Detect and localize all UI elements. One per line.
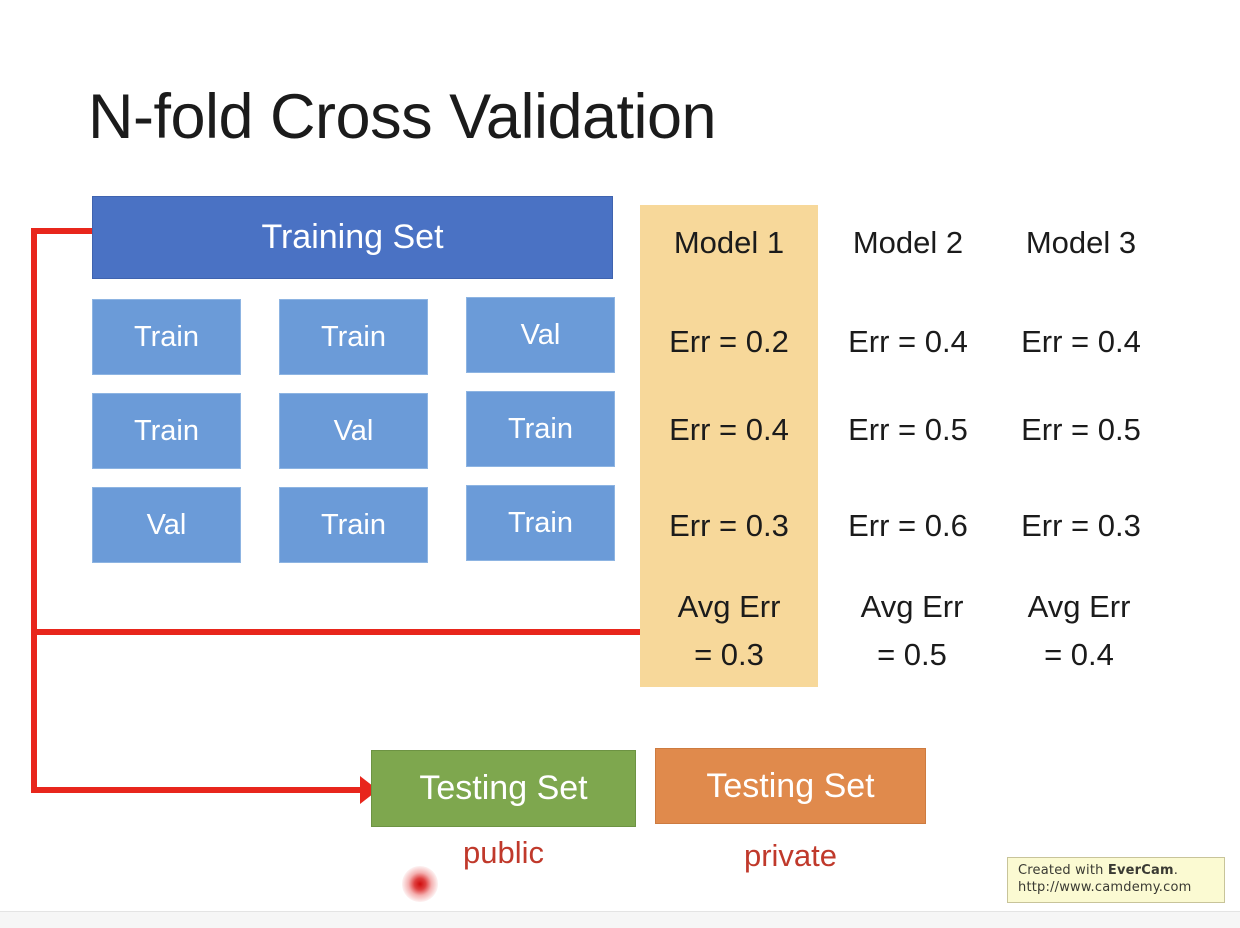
testing-set-private-box: Testing Set <box>655 748 926 824</box>
watermark-url: http://www.camdemy.com <box>1018 880 1192 895</box>
fold-cell-label: Train <box>134 320 199 353</box>
evercam-watermark: Created with EverCam. http://www.camdemy… <box>1007 857 1225 903</box>
fold-cell-r3c1: Val <box>92 487 241 563</box>
connector-middle-branch <box>31 629 640 635</box>
fold-cell-label: Train <box>134 414 199 447</box>
model-2-avg-value: = 0.5 <box>877 637 947 672</box>
connector-bottom-branch <box>31 787 365 793</box>
fold-cell-label: Train <box>321 508 386 541</box>
watermark-credit-line: Created with EverCam. <box>1018 862 1216 879</box>
model-2-avg-label: Avg Err <box>860 589 964 624</box>
model-3-avg-value: = 0.4 <box>1044 637 1114 672</box>
model-1-avg-label: Avg Err <box>677 589 781 624</box>
model-3-error-fold-3: Err = 0.3 <box>1021 508 1141 543</box>
fold-cell-label: Train <box>508 506 573 539</box>
model-2-error-fold-1: Err = 0.4 <box>848 324 968 359</box>
watermark-brand: EverCam <box>1107 863 1174 878</box>
model-2-error-fold-3: Err = 0.6 <box>848 508 968 543</box>
model-1-header: Model 1 <box>673 225 785 260</box>
bottom-strip <box>0 911 1240 928</box>
watermark-prefix: Created with <box>1018 863 1108 878</box>
testing-set-public-label: Testing Set <box>419 769 588 807</box>
model-2-error-fold-2: Err = 0.5 <box>848 412 968 447</box>
fold-cell-label: Val <box>146 508 187 541</box>
fold-cell-r2c1: Train <box>92 393 241 469</box>
fold-cell-r1c2: Train <box>279 299 428 375</box>
fold-cell-r2c3: Train <box>466 391 615 467</box>
fold-cell-label: Train <box>321 320 386 353</box>
testing-set-private-label: Testing Set <box>706 766 875 805</box>
fold-cell-r2c2: Val <box>279 393 428 469</box>
fold-cell-r1c1: Train <box>92 299 241 375</box>
fold-cell-label: Val <box>520 318 561 351</box>
fold-cell-r1c3: Val <box>466 297 615 373</box>
connector-vertical-line <box>31 228 37 793</box>
model-1-error-fold-1: Err = 0.2 <box>669 324 789 359</box>
fold-cell-label: Val <box>333 414 374 447</box>
model-3-error-fold-1: Err = 0.4 <box>1021 324 1141 359</box>
model-3-error-fold-2: Err = 0.5 <box>1021 412 1141 447</box>
model-1-highlight-panel <box>640 205 818 687</box>
testing-set-public-caption: public <box>463 835 544 870</box>
training-set-box: Training Set <box>92 196 613 279</box>
cursor-click-indicator-icon <box>402 866 438 902</box>
watermark-suffix: . <box>1173 863 1179 878</box>
model-1-avg-value: = 0.3 <box>694 637 764 672</box>
model-1-error-fold-3: Err = 0.3 <box>669 508 789 543</box>
testing-set-public-box: Testing Set <box>371 750 636 827</box>
model-3-avg-label: Avg Err <box>1027 589 1131 624</box>
fold-cell-label: Train <box>508 412 573 445</box>
fold-cell-r3c2: Train <box>279 487 428 563</box>
connector-top-branch <box>31 228 97 234</box>
model-2-header: Model 2 <box>852 225 964 260</box>
model-1-error-fold-2: Err = 0.4 <box>669 412 789 447</box>
fold-cell-r3c3: Train <box>466 485 615 561</box>
testing-set-private-caption: private <box>743 838 838 873</box>
model-3-header: Model 3 <box>1025 225 1137 260</box>
page-title: N-fold Cross Validation <box>88 82 717 152</box>
training-set-label: Training Set <box>261 218 444 256</box>
